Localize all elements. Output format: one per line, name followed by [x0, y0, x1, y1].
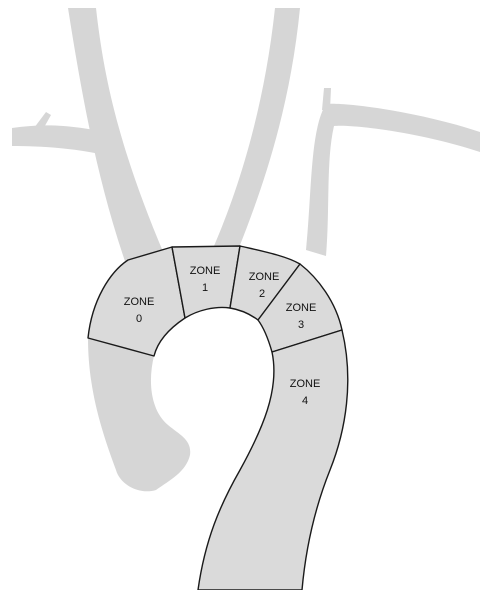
zone-4-descending-aorta — [198, 330, 348, 590]
zone-4-number: 4 — [302, 395, 308, 407]
ascending-aorta — [88, 338, 190, 491]
left-subclavian-artery — [306, 104, 480, 256]
zone-1-label: ZONE — [190, 265, 221, 277]
zone-4-label: ZONE — [290, 378, 321, 390]
zone-0-number: 0 — [136, 313, 142, 325]
zone-2-number: 2 — [259, 288, 265, 300]
left-common-carotid-artery — [214, 8, 300, 250]
zone-1-number: 1 — [202, 282, 208, 294]
zone-2-label: ZONE — [249, 271, 280, 283]
zone-3-label: ZONE — [286, 302, 317, 314]
zone-0-label: ZONE — [124, 296, 155, 308]
zone-3-number: 3 — [298, 319, 304, 331]
left-subclavian-stub — [322, 88, 331, 110]
